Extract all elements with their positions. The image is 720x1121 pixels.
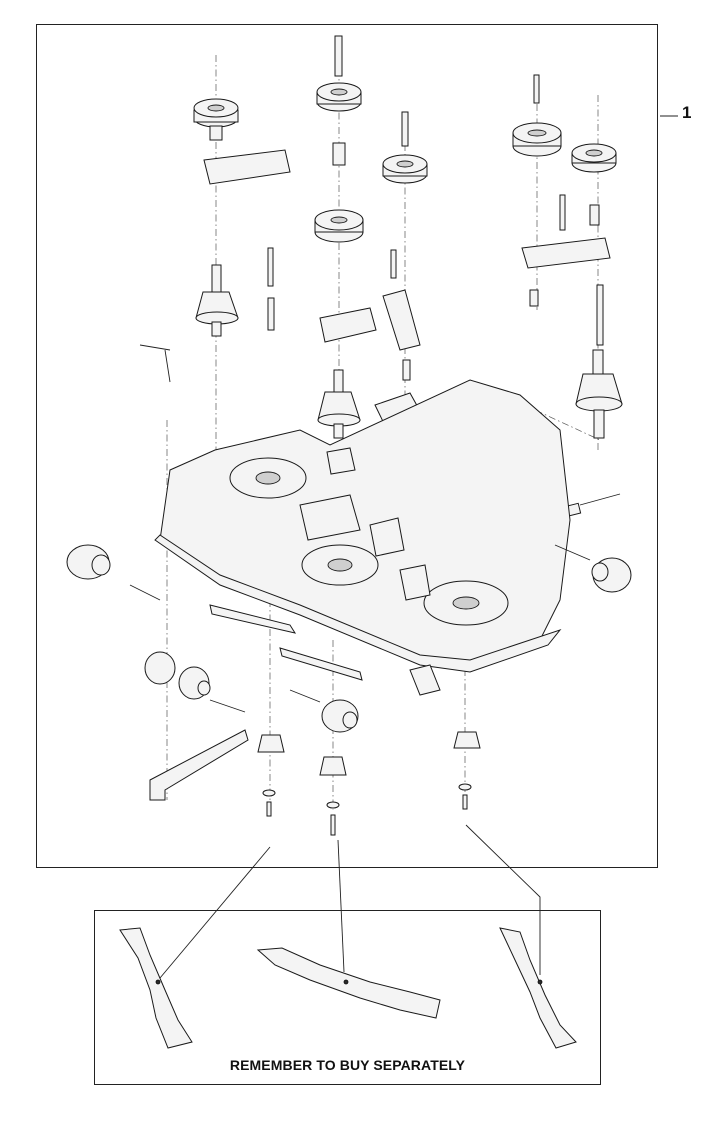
mounting-plate-left [203, 149, 291, 185]
blade-right [499, 927, 577, 1049]
idler-arm [382, 289, 421, 351]
blade-leaders [159, 824, 541, 979]
pulley-center-top [316, 35, 362, 112]
spindle-left [195, 264, 239, 337]
assembly-frame [36, 24, 658, 868]
gauge-wheels [66, 544, 632, 733]
side-rails [149, 604, 441, 801]
spindle-center [317, 369, 361, 439]
mounting-plate-right [521, 237, 611, 269]
blade-left [119, 927, 193, 1049]
pulley-left [193, 98, 239, 141]
pulley-right-b [571, 143, 617, 226]
footer-note: REMEMBER TO BUY SEPARATELY [229, 1057, 466, 1073]
spindle-right [575, 349, 623, 439]
shafts-and-bolts [139, 194, 604, 383]
pulley-center-mid [314, 142, 364, 243]
blades-frame [94, 910, 601, 1085]
pulley-right-a [512, 74, 562, 157]
callout-number: 1 [682, 103, 692, 122]
blade-center [256, 947, 441, 1019]
mounting-plate-center [319, 307, 377, 343]
pulley-right-center [382, 111, 428, 184]
blade-hubs [257, 731, 481, 836]
mower-deck [154, 379, 571, 673]
